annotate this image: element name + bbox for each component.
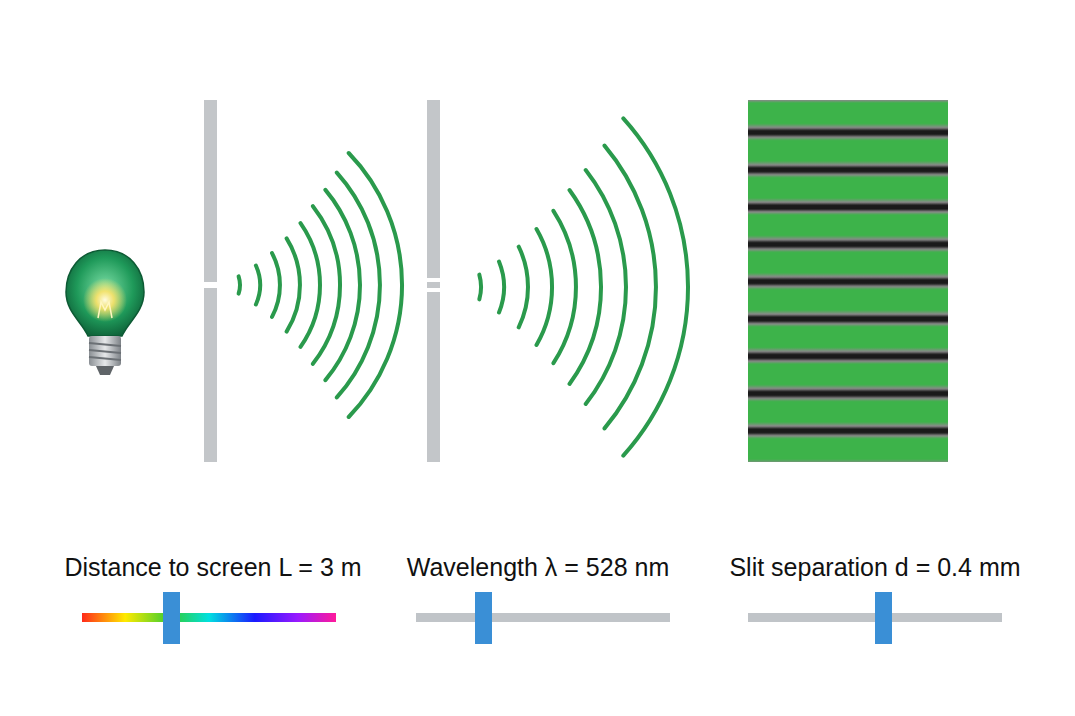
- wavefront-arc: [349, 153, 402, 417]
- wavefront-arc: [623, 118, 688, 455]
- slider: [82, 592, 336, 644]
- wavefront-arc: [325, 190, 360, 380]
- wavefront-arc: [537, 229, 553, 345]
- wavefront-arc: [313, 206, 340, 364]
- wavefront-arc: [337, 173, 380, 398]
- wavefront-arc: [519, 247, 528, 328]
- slider-label: Distance to screen L = 3 m: [64, 552, 361, 582]
- double-slit-barrier: [427, 100, 440, 462]
- wavefront-arc: [239, 276, 240, 293]
- light-bulb: [66, 250, 144, 375]
- wavefront-arc: [287, 238, 300, 331]
- slider-label: Wavelength λ = 528 nm: [407, 552, 669, 582]
- slider: [748, 592, 1002, 644]
- slider-label: Slit separation d = 0.4 mm: [729, 552, 1020, 582]
- wavefront-arc: [256, 266, 260, 305]
- wavefront-arc: [570, 190, 602, 384]
- interference-screen: [748, 100, 948, 462]
- wavefront-arc: [553, 211, 576, 363]
- wavefront-arc: [499, 262, 504, 313]
- wavefront-arc: [586, 170, 626, 404]
- wavefront-arc: [479, 275, 481, 300]
- wavefront-arc: [272, 253, 280, 317]
- wavefront-arc: [605, 146, 656, 429]
- slider: [416, 592, 670, 644]
- single-slit-barrier: [204, 100, 217, 462]
- wavefronts: [479, 118, 688, 455]
- wavefronts: [239, 153, 402, 417]
- wavefront-arc: [301, 223, 320, 347]
